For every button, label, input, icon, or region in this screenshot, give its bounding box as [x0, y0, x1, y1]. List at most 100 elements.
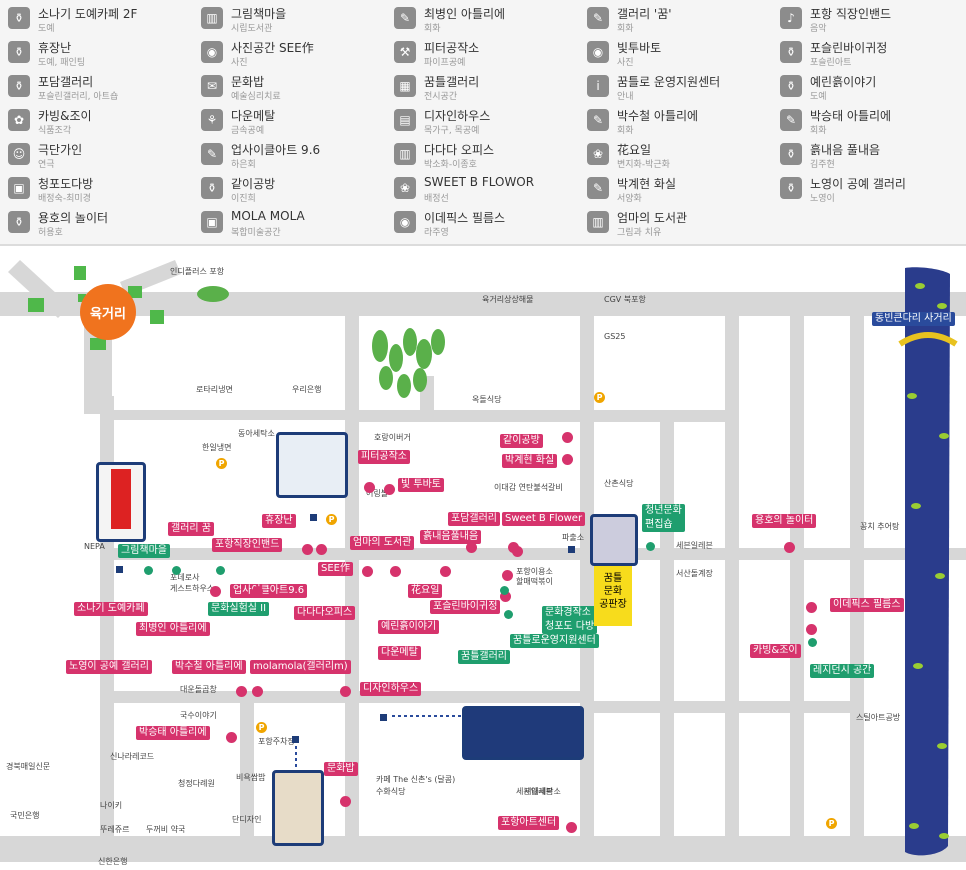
- place-marker[interactable]: [390, 566, 401, 577]
- place-marker[interactable]: [566, 822, 577, 833]
- place-marker-green[interactable]: [172, 566, 181, 575]
- place-tag[interactable]: 피터공작소: [358, 450, 410, 464]
- place-tag[interactable]: 이데픽스 필름스: [830, 598, 904, 612]
- place-tag[interactable]: 엄마의 도서관: [350, 536, 415, 550]
- place-tag-green[interactable]: 문화실험실 II: [208, 602, 270, 616]
- place-marker[interactable]: [252, 586, 263, 597]
- legend-item[interactable]: ✎갤러리 '꿈'회화: [579, 4, 769, 36]
- place-tag-green[interactable]: 청년문화 편집숍: [642, 504, 685, 532]
- place-tag[interactable]: 소나기 도예카페: [74, 602, 148, 616]
- place-tag[interactable]: 다다다오피스: [294, 606, 356, 620]
- place-tag[interactable]: 카빙&조이: [750, 644, 801, 658]
- place-marker[interactable]: [806, 602, 817, 613]
- place-marker-green[interactable]: [144, 566, 153, 575]
- place-marker[interactable]: [252, 686, 263, 697]
- place-marker[interactable]: [466, 542, 477, 553]
- place-tag-green[interactable]: 그림책마을: [118, 544, 170, 558]
- place-tag[interactable]: 박수철 아틀리에: [172, 660, 246, 674]
- place-tag[interactable]: 같이공방: [500, 434, 543, 448]
- place-marker[interactable]: [500, 591, 511, 602]
- place-tag[interactable]: 예린흙이야기: [378, 620, 440, 634]
- place-tag[interactable]: 박계현 화실: [502, 454, 558, 468]
- place-tag[interactable]: 최병인 아틀리에: [136, 622, 210, 636]
- place-tag[interactable]: 포담갤러리: [448, 512, 500, 526]
- place-marker[interactable]: [340, 796, 351, 807]
- place-marker-green[interactable]: [646, 542, 655, 551]
- place-tag[interactable]: 포슬린바이귀정: [430, 600, 501, 614]
- place-tag[interactable]: 다운메탈: [378, 646, 421, 660]
- place-marker[interactable]: [236, 686, 247, 697]
- place-tag[interactable]: 포항직장인밴드: [212, 538, 283, 552]
- place-marker[interactable]: [562, 454, 573, 465]
- place-tag[interactable]: 花요일: [408, 584, 443, 598]
- place-tag[interactable]: 휴장난: [262, 514, 296, 528]
- place-marker[interactable]: [316, 544, 327, 555]
- place-tag[interactable]: 박승태 아틀리에: [136, 726, 210, 740]
- place-marker-green[interactable]: [500, 586, 509, 595]
- place-tag[interactable]: 갤러리 꿈: [168, 522, 214, 536]
- place-tag[interactable]: 업사이클아트9.6: [230, 584, 308, 598]
- place-tag[interactable]: 흙내음풀내음: [420, 530, 482, 544]
- place-marker[interactable]: [362, 566, 373, 577]
- place-tag[interactable]: 빛 투바토: [398, 478, 444, 492]
- place-marker[interactable]: [384, 484, 395, 495]
- place-tag[interactable]: 디자인하우스: [360, 682, 422, 696]
- place-tag[interactable]: Sweet B Flower: [502, 512, 586, 526]
- place-tag-green[interactable]: 꿈틀로운영지원센터: [510, 634, 599, 648]
- place-marker-green[interactable]: [504, 610, 513, 619]
- place-tag-green[interactable]: 문화경작소 청포도 다방: [542, 606, 598, 634]
- place-tag[interactable]: 노영이 공예 갤러리: [66, 660, 152, 674]
- place-tag-green[interactable]: 레지던시 공간: [810, 664, 875, 678]
- place-marker-green[interactable]: [216, 566, 225, 575]
- place-tag[interactable]: molamola(갤러리m): [250, 660, 351, 674]
- place-tag[interactable]: SEE作: [318, 562, 353, 576]
- place-tag[interactable]: 용호의 놀이터: [752, 514, 817, 528]
- place-marker[interactable]: [562, 432, 573, 443]
- place-marker[interactable]: [784, 542, 795, 553]
- place-marker[interactable]: [806, 624, 817, 635]
- place-marker-green[interactable]: [808, 638, 817, 647]
- place-marker[interactable]: [302, 544, 313, 555]
- place-marker[interactable]: [440, 566, 451, 577]
- place-tag-green[interactable]: 꿈틀갤러리: [458, 650, 510, 664]
- place-marker[interactable]: [340, 686, 351, 697]
- place-tag[interactable]: 문화밥: [324, 762, 358, 776]
- place-marker[interactable]: [210, 586, 221, 597]
- place-marker[interactable]: [226, 732, 237, 743]
- place-marker[interactable]: [502, 570, 513, 581]
- place-marker[interactable]: [364, 482, 375, 493]
- place-tag[interactable]: 포항아트센터: [498, 816, 560, 830]
